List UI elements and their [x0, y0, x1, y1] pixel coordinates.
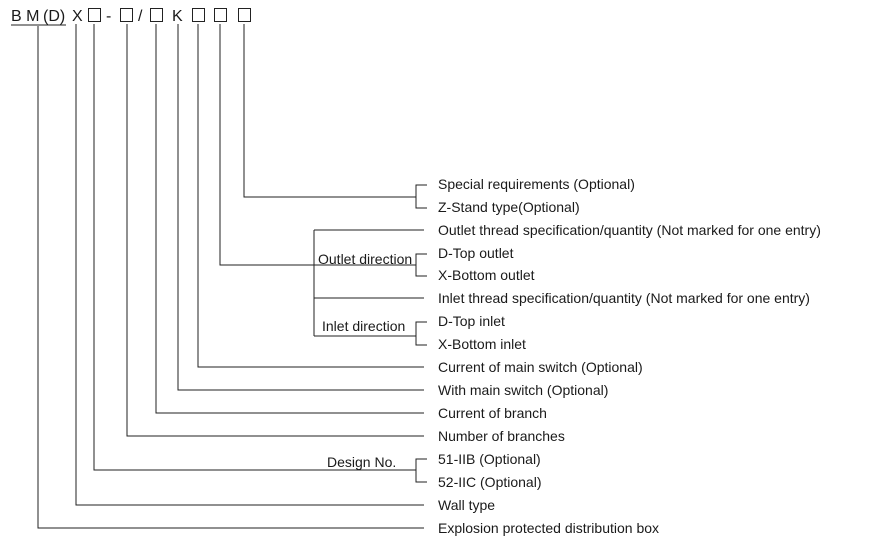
- code-box-direction: [213, 7, 228, 23]
- code-slash: /: [138, 8, 143, 25]
- code-x: X: [72, 8, 83, 25]
- label-inlet-direction: Inlet direction: [322, 318, 405, 334]
- label-outlet-thread: Outlet thread specification/quantity (No…: [438, 222, 821, 238]
- leader-design-no: [93, 24, 416, 471]
- code-box-branch-current: [149, 7, 164, 23]
- bracket-design-no: [415, 458, 427, 483]
- label-iic: 52-IIC (Optional): [438, 474, 541, 490]
- leader-current-main: [197, 24, 424, 368]
- label-current-main: Current of main switch (Optional): [438, 359, 643, 375]
- label-num-branches: Number of branches: [438, 428, 565, 444]
- code-prefix-bm: B M: [11, 8, 39, 25]
- label-x-bottom-inlet: X-Bottom inlet: [438, 336, 526, 352]
- label-wall-type: Wall type: [438, 497, 495, 513]
- label-explosion: Explosion protected distribution box: [438, 520, 659, 536]
- leader-lines: [37, 24, 427, 529]
- label-outlet-direction: Outlet direction: [318, 251, 412, 267]
- label-special: Special requirements (Optional): [438, 176, 635, 192]
- bracket-inlet: [415, 321, 427, 346]
- label-with-main: With main switch (Optional): [438, 382, 608, 398]
- label-current-branch: Current of branch: [438, 405, 547, 421]
- leader-num-branches: [126, 24, 424, 437]
- code-k: K: [172, 8, 183, 25]
- leader-with-main: [177, 24, 424, 391]
- leader-direction: [219, 24, 314, 266]
- label-iib: 51-IIB (Optional): [438, 451, 541, 467]
- leader-explosion: [37, 26, 424, 529]
- labels: Special requirements (Optional) Z-Stand …: [318, 176, 821, 536]
- label-inlet-thread: Inlet thread specification/quantity (Not…: [438, 290, 810, 306]
- leader-current-branch: [155, 24, 424, 414]
- code-box-main-current: [191, 7, 206, 23]
- code-box-branches: [119, 7, 134, 23]
- label-design-no: Design No.: [327, 454, 396, 470]
- leader-wall-type: [75, 24, 424, 506]
- code-box-special: [237, 7, 252, 23]
- code-box-design-no: [87, 7, 102, 23]
- label-d-top-outlet: D-Top outlet: [438, 245, 514, 261]
- code-paren-d: (D): [43, 8, 65, 25]
- leader-special: [243, 24, 416, 198]
- bracket-outlet: [415, 253, 427, 277]
- code-dash: -: [106, 8, 111, 25]
- label-x-bottom-outlet: X-Bottom outlet: [438, 267, 535, 283]
- model-code-header: B M (D) X - / K: [11, 7, 252, 26]
- bracket-special: [415, 184, 427, 209]
- label-zstand: Z-Stand type(Optional): [438, 199, 580, 215]
- label-d-top-inlet: D-Top inlet: [438, 313, 505, 329]
